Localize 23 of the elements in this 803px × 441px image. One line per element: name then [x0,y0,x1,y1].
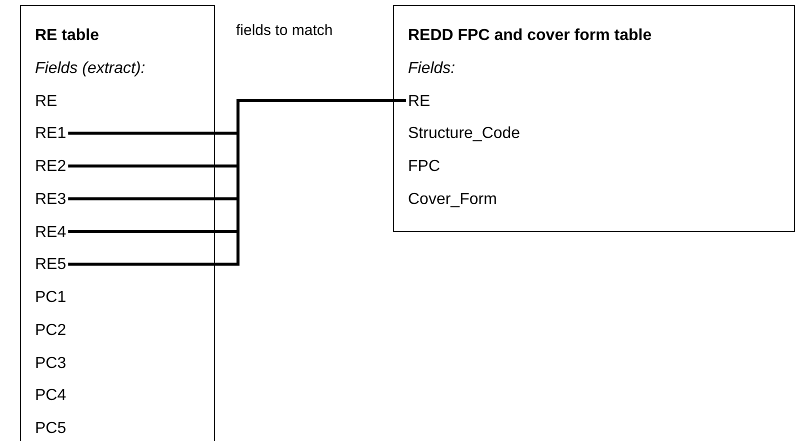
field-name: PC1 [35,288,66,308]
field-name: PC5 [35,419,66,439]
field-name: RE [35,92,58,112]
field-name: PC2 [35,320,66,341]
table-title: RE table [35,26,100,46]
field-name: FPC [408,157,440,177]
field-name: RE3 [35,190,66,210]
field-name: RE2 [35,157,66,177]
field-name: RE4 [35,222,66,242]
field-name: PC3 [35,354,66,374]
field-name: Structure_Code [408,124,520,144]
connector-line [68,99,406,266]
field-name: RE1 [35,124,66,144]
table-box [20,5,215,441]
field-name: Cover_Form [408,190,497,210]
field-name: RE5 [35,255,66,276]
field-name: RE [408,92,430,112]
annotation-text: fields to match [236,22,333,40]
table-title: REDD FPC and cover form table [408,26,652,46]
field-name: PC4 [35,386,66,406]
fields-heading: Fields (extract): [35,58,146,79]
fields-heading: Fields: [408,58,456,79]
table-box [393,5,795,232]
